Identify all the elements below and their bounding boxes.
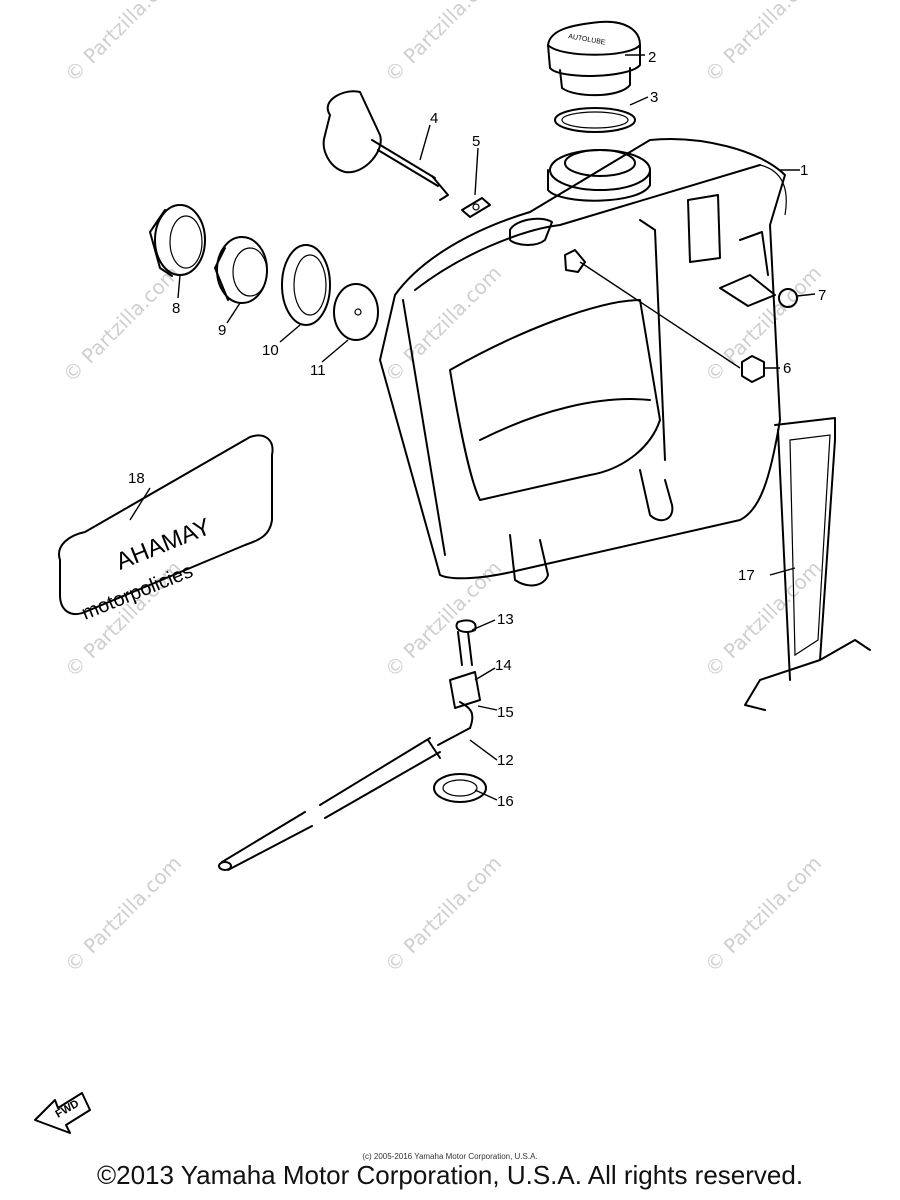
decal-plate[interactable]: AHAMAY motorpolicies <box>58 434 274 625</box>
cap-gasket[interactable] <box>554 107 636 133</box>
copyright: ©2013 Yamaha Motor Corporation, U.S.A. A… <box>96 1160 804 1190</box>
gasket-ring[interactable] <box>281 244 331 326</box>
ring-nut[interactable] <box>149 204 206 277</box>
callout-17: 17 <box>738 567 755 584</box>
filler-cap[interactable]: AUTOLUBE <box>547 20 641 97</box>
decal-line-2: motorpolicies <box>79 560 196 625</box>
fwd-arrow-icon: FWD <box>34 1092 91 1134</box>
oil-tank[interactable] <box>379 138 787 587</box>
washer[interactable] <box>461 197 491 218</box>
bushing[interactable] <box>214 236 268 304</box>
callout-5: 5 <box>472 133 480 150</box>
callout-18: 18 <box>128 470 145 487</box>
cap-text: AUTOLUBE <box>568 33 607 46</box>
grommet[interactable] <box>719 231 798 308</box>
leader-lines <box>129 54 816 801</box>
callout-7: 7 <box>818 287 826 304</box>
oil-level-gauge[interactable] <box>322 90 449 201</box>
callout-14: 14 <box>495 657 512 674</box>
callout-10: 10 <box>262 342 279 359</box>
callout-16: 16 <box>497 793 514 810</box>
callout-15: 15 <box>497 704 514 721</box>
callout-11: 11 <box>310 362 326 379</box>
screen-filter[interactable] <box>744 417 871 711</box>
callout-3: 3 <box>650 89 658 106</box>
callout-13: 13 <box>497 611 514 628</box>
callout-8: 8 <box>172 300 180 317</box>
callout-4: 4 <box>430 110 438 127</box>
strainer[interactable] <box>333 283 379 341</box>
callout-12: 12 <box>497 752 514 769</box>
nut[interactable] <box>741 355 765 383</box>
callout-1: 1 <box>800 162 808 179</box>
small-copyright: (c) 2005-2016 Yamaha Motor Corporation, … <box>362 1152 538 1161</box>
callout-6: 6 <box>783 360 791 377</box>
callout-9: 9 <box>218 322 226 339</box>
callout-2: 2 <box>648 49 656 66</box>
decal-line-1: AHAMAY <box>112 513 214 575</box>
oil-pipe-assembly[interactable] <box>218 619 487 871</box>
